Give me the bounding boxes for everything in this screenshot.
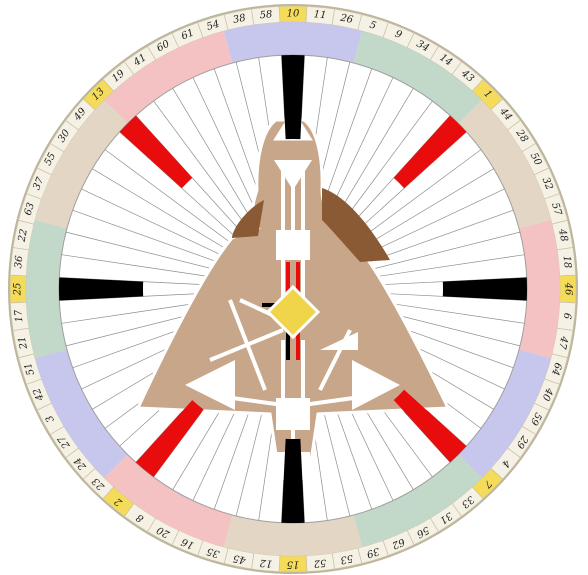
gate-number: 58: [259, 9, 273, 21]
gate-number: 25: [13, 283, 24, 297]
gate-number: 52: [313, 557, 327, 569]
gate-number: 17: [13, 308, 25, 322]
sacral-center: [276, 398, 310, 430]
gate-number: 18: [561, 255, 573, 269]
gate-number: 36: [13, 255, 25, 269]
gate-number: 10: [287, 9, 300, 20]
gate-number: 15: [287, 559, 300, 570]
gate-number: 46: [563, 282, 574, 296]
throat-center: [276, 230, 310, 260]
gate-number: 11: [313, 9, 327, 21]
gate-number: 12: [259, 557, 273, 569]
